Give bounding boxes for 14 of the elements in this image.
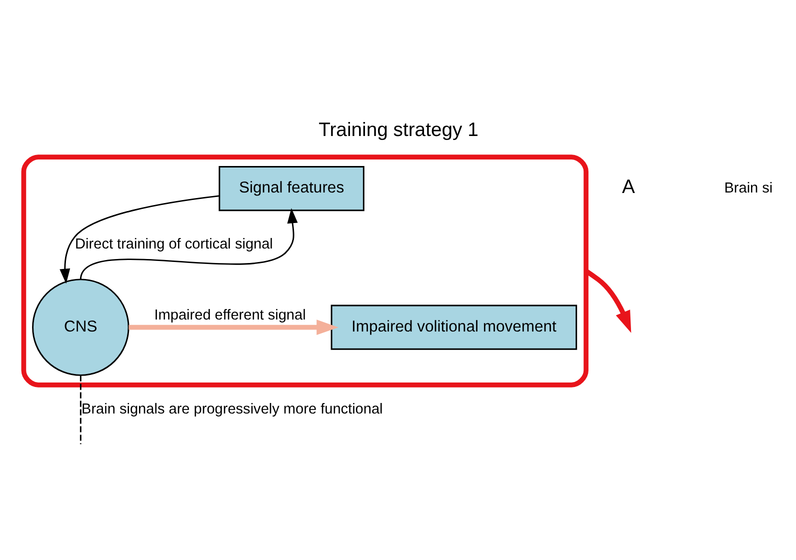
label: Brain si	[724, 180, 772, 196]
edge-label: Brain signals are progressively more functional	[81, 400, 382, 417]
node-circle: CNS	[32, 278, 129, 376]
arrow	[128, 319, 338, 334]
node-box: Impaired volitional movement	[330, 304, 577, 350]
arrow	[59, 194, 219, 284]
connector	[79, 374, 81, 444]
edge-label: Impaired efferent signal	[154, 307, 306, 324]
cluster	[20, 154, 588, 387]
diagram-title: Training strategy 1	[318, 118, 478, 141]
edge-label: Direct training of cortical signal	[74, 236, 272, 252]
arrow	[79, 208, 298, 280]
label: A	[621, 176, 634, 198]
node-box: Signal features	[218, 166, 364, 211]
